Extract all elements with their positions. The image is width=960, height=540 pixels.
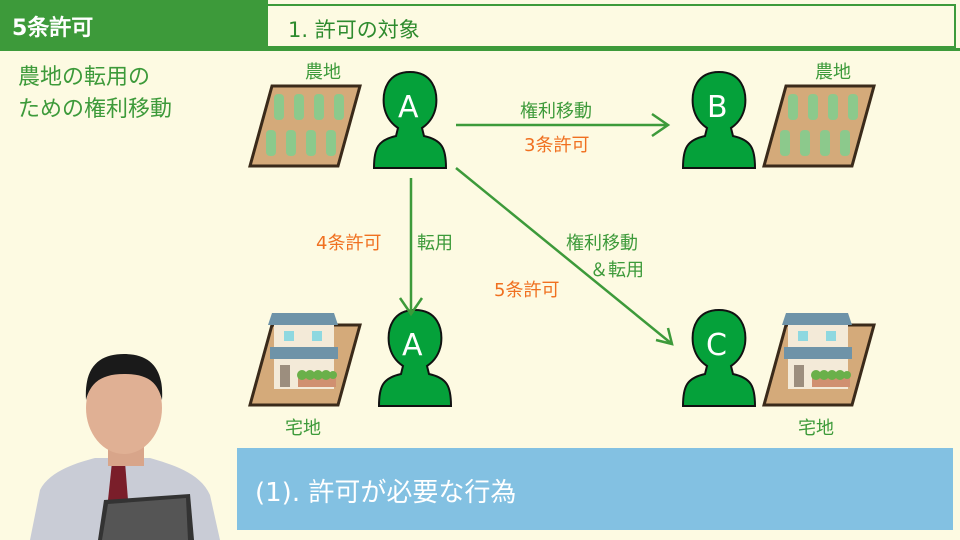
land-label: 農地 xyxy=(815,62,851,83)
person-label: B xyxy=(707,90,728,125)
permit-label: 4条許可 xyxy=(316,233,382,254)
permit-label: 3条許可 xyxy=(524,135,590,156)
side-title-line1: 農地の転用の xyxy=(18,65,151,90)
arrow-label: 転用 xyxy=(417,233,453,254)
side-title-line2: ための権利移動 xyxy=(18,97,173,122)
permit-label: 5条許可 xyxy=(494,280,560,301)
arrow-diagonal xyxy=(455,167,674,346)
person-label: A xyxy=(398,90,419,125)
arrow-down xyxy=(398,178,424,317)
person-label: C xyxy=(706,328,727,363)
land-label: 農地 xyxy=(305,62,341,83)
person-label: A xyxy=(402,328,423,363)
land-label: 宅地 xyxy=(798,418,834,439)
section-header: 5条許可 xyxy=(0,0,268,50)
caption-box: (1). 許可が必要な行為 xyxy=(237,448,953,530)
slide-subtitle: 1. 許可の対象 xyxy=(268,4,956,48)
arrow-right xyxy=(456,112,671,138)
arrow-label: 権利移動 xyxy=(566,233,638,254)
arrow-label: ＆転用 xyxy=(590,260,644,281)
arrow-label: 権利移動 xyxy=(520,101,592,122)
land-label: 宅地 xyxy=(285,418,321,439)
header-divider xyxy=(0,48,960,51)
